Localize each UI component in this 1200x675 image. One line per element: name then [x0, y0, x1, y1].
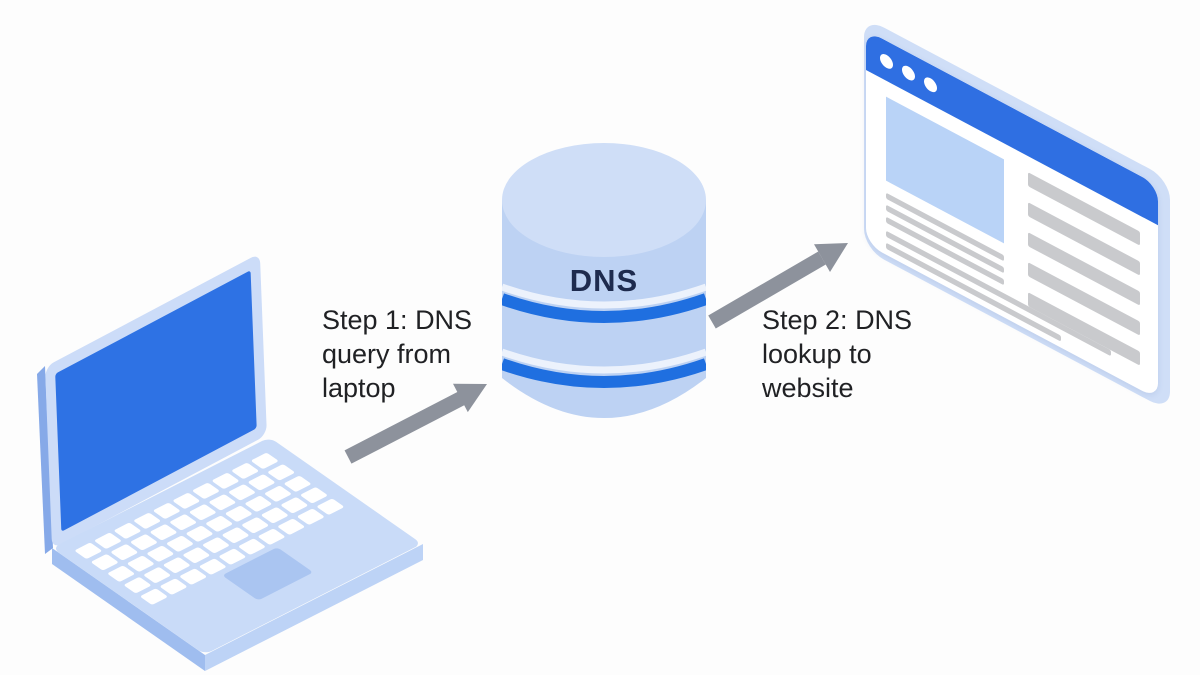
laptop-base-left-edge	[52, 548, 205, 671]
window-dot-icon	[924, 74, 937, 95]
laptop-icon	[37, 256, 423, 671]
laptop-screen	[55, 271, 257, 531]
dns-server-label: DNS	[570, 263, 638, 298]
laptop-trackpad	[224, 548, 312, 600]
arrow-step1-icon	[344, 383, 487, 464]
step1-label: Step 1: DNS query from laptop	[322, 305, 473, 403]
laptop-lid-edge	[37, 366, 53, 554]
window-dot-icon	[902, 62, 915, 83]
dns-database-icon: DNS	[502, 143, 706, 418]
dns-cylinder-top	[502, 143, 706, 257]
laptop-keyboard-keys	[75, 453, 344, 605]
laptop-base-front-edge	[205, 544, 423, 671]
arrow-step2-icon	[708, 243, 848, 329]
step2-label: Step 2: DNS lookup to website	[762, 305, 913, 403]
window-dot-icon	[880, 50, 893, 71]
